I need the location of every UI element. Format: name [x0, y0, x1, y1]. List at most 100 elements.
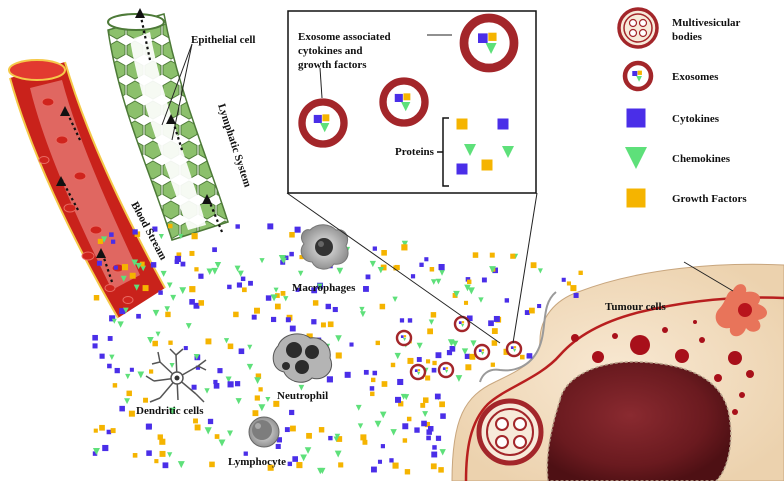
- cytokine-square: [234, 381, 241, 387]
- cytokine-square: [238, 348, 245, 355]
- chemokine-triangle: [283, 296, 289, 302]
- free-exosome: [453, 315, 471, 333]
- chemokine-triangle: [374, 420, 382, 428]
- chemokine-triangle: [461, 348, 469, 355]
- growth-factor-square: [143, 397, 148, 403]
- growth-factor-square: [191, 233, 198, 240]
- cytokine-square: [372, 370, 378, 376]
- chemokine-triangle: [167, 452, 173, 458]
- cytokine-square: [372, 246, 377, 251]
- growth-factor-square: [209, 461, 215, 468]
- cytokine-square: [275, 443, 281, 449]
- growth-factor-square: [570, 285, 577, 292]
- growth-factor-square: [425, 375, 431, 381]
- legend-label: Exosomes: [672, 71, 719, 83]
- growth-factor-square: [578, 270, 583, 275]
- cytokine-square: [402, 423, 409, 430]
- growth-factor-square: [430, 312, 437, 318]
- cytokine-square: [464, 353, 470, 359]
- free-exosome: [409, 363, 427, 381]
- chemokine-triangle: [169, 362, 175, 369]
- growth-factor-square: [194, 267, 199, 272]
- chemokine-triangle: [170, 294, 177, 301]
- cytokine-square: [426, 429, 432, 435]
- chemokine-triangle: [435, 278, 442, 285]
- growth-factor-square: [424, 421, 430, 428]
- cytokine-square: [146, 450, 152, 456]
- growth-factor-square: [466, 279, 472, 285]
- growth-factor-square: [439, 401, 445, 408]
- cytokine-square: [466, 315, 473, 322]
- growth-factor-square: [129, 272, 136, 279]
- chemokine-triangle: [369, 260, 376, 268]
- growth-factor-square: [255, 373, 262, 379]
- chemokine-triangle: [317, 467, 324, 475]
- chemokine-triangle: [439, 449, 446, 456]
- multivesicular-body: [476, 398, 544, 466]
- growth-factor-square: [510, 253, 516, 259]
- cytokine-square: [395, 396, 401, 403]
- cytokine-square: [326, 376, 333, 383]
- growth-factor-square: [407, 357, 414, 364]
- chemokine-triangle: [125, 373, 131, 380]
- lymphocyte: [248, 416, 280, 448]
- cytokine-square: [410, 274, 416, 279]
- legend-label: Growth Factors: [672, 193, 747, 205]
- cytokine-square: [162, 462, 169, 469]
- legend-cytokine-icon: [626, 108, 646, 128]
- cytokine-square: [189, 299, 195, 305]
- chemokine-triangle: [164, 306, 171, 312]
- free-exosome: [473, 343, 491, 361]
- neutrophil: [272, 333, 332, 383]
- cytokine-square: [332, 306, 338, 313]
- macrophages-label: Macrophages: [292, 282, 356, 294]
- growth-factor-square: [420, 402, 426, 408]
- chemokine-triangle: [422, 411, 429, 418]
- cytokine-square: [217, 368, 223, 374]
- cytokine-square: [419, 262, 424, 267]
- growth-factor-square: [438, 467, 444, 473]
- growth-factor-square: [318, 427, 325, 433]
- cytokine-square: [446, 350, 453, 356]
- growth-factor-square: [168, 223, 173, 229]
- chemokine-triangle: [160, 270, 167, 277]
- chemokine-triangle: [237, 270, 244, 277]
- inset-exosome-middle: [379, 77, 429, 127]
- legend-label: Chemokines: [672, 153, 731, 165]
- cytokine-square: [481, 277, 487, 283]
- cytokine-square: [371, 466, 377, 473]
- cytokine-square: [174, 259, 180, 265]
- growth-factor-square: [110, 428, 116, 434]
- cytokine-square: [132, 229, 138, 235]
- cytokine-square: [276, 437, 282, 443]
- cytokine-square: [285, 317, 291, 323]
- cytokine-square: [136, 313, 141, 319]
- cytokine-square: [369, 386, 375, 391]
- chemokine-triangle: [259, 258, 265, 264]
- growth-factor-square: [432, 360, 437, 366]
- inset-exosomes: [298, 13, 519, 148]
- blood-vessel: [8, 59, 166, 319]
- chemokine-triangle: [467, 287, 475, 295]
- chemokine-triangle: [206, 268, 213, 275]
- chemokine-triangle: [278, 255, 286, 263]
- chemokine-triangle: [298, 384, 305, 391]
- chemokine-triangle: [177, 461, 185, 469]
- chemokine-triangle: [235, 398, 242, 405]
- chemokine-triangle: [430, 279, 437, 285]
- cytokine-square: [212, 247, 217, 253]
- cytokine-square: [325, 303, 331, 310]
- chemokine-triangle: [400, 393, 407, 400]
- chemokine-triangle: [214, 262, 222, 269]
- growth-factor-square: [390, 362, 396, 368]
- cytokine-square: [150, 262, 157, 268]
- cytokine-square: [435, 435, 442, 441]
- cytokine-square: [191, 384, 197, 390]
- legend-item-chemokines: Chemokines: [625, 147, 731, 169]
- growth-factor-square: [189, 250, 195, 256]
- cytokine-square: [363, 369, 369, 375]
- growth-factor-square: [566, 281, 571, 286]
- chemokine-triangle: [117, 321, 124, 328]
- growth-factor-square: [402, 438, 408, 443]
- cytokine-square: [407, 318, 413, 323]
